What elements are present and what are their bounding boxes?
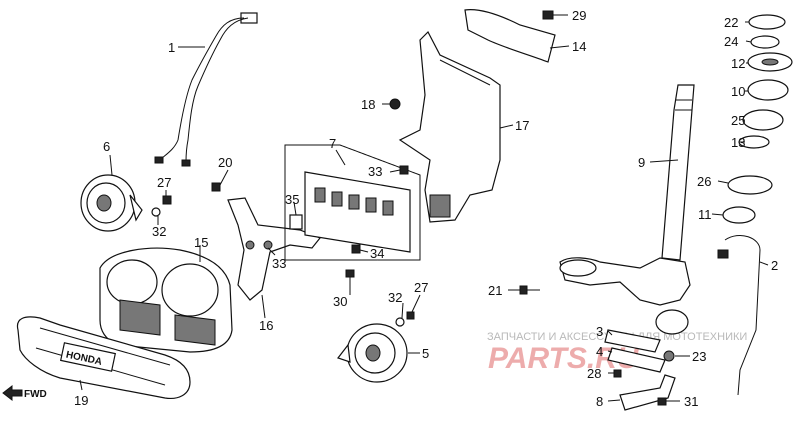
- callout-23: 23: [692, 349, 706, 364]
- callout-28: 28: [587, 366, 601, 381]
- callout-32b: 32: [388, 290, 402, 305]
- callout-numbers: 1 2 3 4 5 6 7 8 9 10 11 12 13 14 15 16 1…: [74, 8, 778, 409]
- callout-6: 6: [103, 139, 110, 154]
- callout-4: 4: [596, 344, 603, 359]
- bolt-27-left: [151, 195, 172, 217]
- stay-bracket-17: [389, 30, 501, 223]
- callout-33a: 33: [368, 164, 382, 179]
- steering-stem: [559, 84, 695, 335]
- callout-22: 22: [724, 15, 738, 30]
- callout-29: 29: [572, 8, 586, 23]
- callout-2: 2: [771, 258, 778, 273]
- callout-9: 9: [638, 155, 645, 170]
- callout-13: 13: [731, 135, 745, 150]
- callout-15: 15: [194, 235, 208, 250]
- callout-35: 35: [285, 192, 299, 207]
- callout-20: 20: [218, 155, 232, 170]
- callout-18: 18: [361, 97, 375, 112]
- meter-cover: [99, 247, 233, 353]
- fwd-label: FWD: [24, 389, 47, 400]
- callout-1: 1: [168, 40, 175, 55]
- callout-30: 30: [333, 294, 347, 309]
- callout-12: 12: [731, 56, 745, 71]
- bolt-27-right: [395, 311, 415, 327]
- wire-harness: [154, 12, 258, 167]
- callout-25: 25: [731, 113, 745, 128]
- callout-21: 21: [488, 283, 502, 298]
- callout-24: 24: [724, 34, 738, 49]
- callout-34: 34: [370, 246, 384, 261]
- horn-left: [80, 174, 143, 232]
- lower-cover: HONDA: [16, 316, 191, 400]
- top-cover-14: [464, 9, 556, 63]
- leader-lines: [79, 14, 769, 402]
- callout-7: 7: [329, 136, 336, 151]
- callout-8: 8: [596, 394, 603, 409]
- horn-center: [337, 323, 408, 383]
- callout-14: 14: [572, 39, 586, 54]
- lock-plate-3-4: [604, 329, 676, 411]
- callout-32a: 32: [152, 224, 166, 239]
- bolt-21: [519, 285, 540, 295]
- callout-5: 5: [422, 346, 429, 361]
- callout-27a: 27: [157, 175, 171, 190]
- callout-17: 17: [515, 118, 529, 133]
- callout-11: 11: [698, 207, 712, 222]
- callout-26: 26: [697, 174, 711, 189]
- callout-10: 10: [731, 84, 745, 99]
- callout-31: 31: [684, 394, 698, 409]
- fwd-arrow: FWD: [2, 384, 47, 402]
- callout-16: 16: [259, 318, 273, 333]
- wire-2: [717, 235, 761, 396]
- callout-33b: 33: [272, 256, 286, 271]
- switch-panel: [284, 144, 421, 261]
- callout-27b: 27: [414, 280, 428, 295]
- bracket-16: [211, 182, 321, 301]
- callout-3: 3: [596, 324, 603, 339]
- callout-19: 19: [74, 393, 88, 408]
